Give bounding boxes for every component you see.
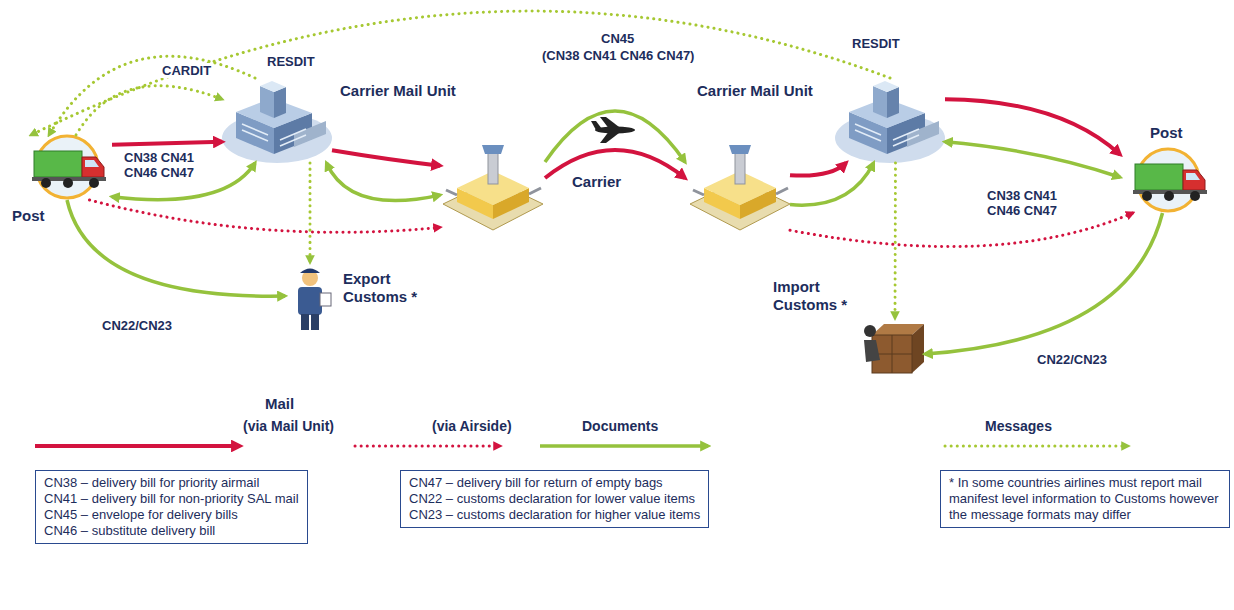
definition-text: CN47 – delivery bill for return of empty… xyxy=(409,475,700,491)
customs-officer xyxy=(298,287,322,315)
node-label: Carrier Mail Unit xyxy=(340,82,456,100)
flow-label: CN38 CN41 CN46 CN47 xyxy=(985,188,1069,218)
definition-text: CN23 – customs declaration for higher va… xyxy=(409,507,700,523)
definition-text: CN41 – delivery bill for non-priority SA… xyxy=(44,491,299,507)
mail-route xyxy=(790,213,1133,247)
legend-line xyxy=(540,444,708,448)
flow-label: CN22/CN23 xyxy=(100,318,174,333)
note-box: * In some countries airlines must report… xyxy=(940,470,1230,528)
mail-unit-building xyxy=(835,81,945,163)
document-flow xyxy=(67,200,285,296)
node-label: Post xyxy=(1150,124,1183,142)
flow-label: CARDIT xyxy=(160,63,213,78)
carrier-document-arrow xyxy=(545,111,685,162)
post-node: Post xyxy=(1120,148,1205,213)
customs-node: Export Customs * xyxy=(285,262,335,330)
mail-unit-node: Carrier Mail Unit xyxy=(222,78,332,163)
airport-terminal xyxy=(443,145,543,230)
node-label: Import Customs * xyxy=(773,278,861,314)
mail-unit-building xyxy=(222,81,332,163)
document-flow xyxy=(925,213,1163,354)
airplane xyxy=(591,117,635,143)
carrier-document-arrow xyxy=(545,111,685,162)
legend-line xyxy=(35,444,240,448)
airplane xyxy=(600,117,623,130)
definition-box: CN47 – delivery bill for return of empty… xyxy=(400,470,709,528)
mail-unit-building xyxy=(222,81,332,163)
airport-terminal xyxy=(443,145,543,230)
customs-crate xyxy=(912,324,924,373)
mail-route xyxy=(90,200,441,232)
carrier-node: Carrier xyxy=(440,140,790,235)
legend-text: (via Mail Unit) xyxy=(243,418,334,435)
flow-label: RESDIT xyxy=(850,36,902,51)
customs-crate xyxy=(864,340,880,362)
message-flow xyxy=(49,56,255,135)
node-label: Post xyxy=(12,207,45,225)
definition-box: CN38 – delivery bill for priority airmai… xyxy=(35,470,308,544)
legend-text: Documents xyxy=(582,418,658,435)
message-flow xyxy=(894,163,898,318)
mail-route xyxy=(112,142,222,145)
flow-label: CN22/CN23 xyxy=(1035,352,1109,367)
post-truck xyxy=(32,136,106,198)
post-truck xyxy=(1133,149,1207,211)
message-flow xyxy=(31,11,890,135)
message-flow xyxy=(309,163,312,262)
definition-text: CN22 – customs declaration for lower val… xyxy=(409,491,700,507)
message-flow xyxy=(76,86,222,135)
customs-node: Import Customs * xyxy=(865,318,925,378)
definition-text: CN46 – substitute delivery bill xyxy=(44,523,299,539)
mail-unit-building xyxy=(835,81,945,163)
document-flow xyxy=(790,163,874,205)
mail-route xyxy=(945,99,1120,154)
legend-line xyxy=(35,446,1128,447)
customs-officer xyxy=(300,269,320,274)
customs-officer xyxy=(311,314,319,330)
post-truck xyxy=(32,136,106,198)
document-flow xyxy=(945,142,1120,178)
customs-crate xyxy=(864,325,876,337)
definition-text: CN38 – delivery bill for priority airmai… xyxy=(44,475,299,491)
definition-text: CN45 – envelope for delivery bills xyxy=(44,507,299,523)
legend-line xyxy=(355,445,500,448)
legend-line xyxy=(945,445,1128,448)
airplane xyxy=(591,121,602,130)
document-label: CN45 xyxy=(601,30,634,47)
node-label: Export Customs * xyxy=(343,270,431,306)
mail-route xyxy=(790,163,846,176)
airport-terminal xyxy=(690,145,790,230)
airplane xyxy=(600,130,623,143)
document-label: (CN38 CN41 CN46 CN47) xyxy=(542,47,694,64)
post-node: Post xyxy=(22,135,112,200)
definition-text: * In some countries airlines must report… xyxy=(949,475,1221,523)
customs-officer xyxy=(301,314,309,330)
customs-officer xyxy=(298,269,331,331)
legend-text: Messages xyxy=(985,418,1052,435)
mail-unit-node: Carrier Mail Unit xyxy=(835,78,945,163)
node-label: Carrier Mail Unit xyxy=(697,82,813,100)
mail-route xyxy=(332,150,440,165)
customs-officer xyxy=(320,293,331,306)
flow-label: RESDIT xyxy=(265,54,317,69)
post-truck xyxy=(1133,149,1207,211)
flow-label: CN38 CN41 CN46 CN47 xyxy=(122,150,206,180)
airport-terminal xyxy=(690,145,790,230)
customs-crate xyxy=(864,324,924,373)
document-flow xyxy=(327,163,441,201)
legend-heading: Mail xyxy=(265,395,294,412)
legend-text: (via Airside) xyxy=(432,418,512,435)
node-label: Carrier xyxy=(572,173,621,191)
